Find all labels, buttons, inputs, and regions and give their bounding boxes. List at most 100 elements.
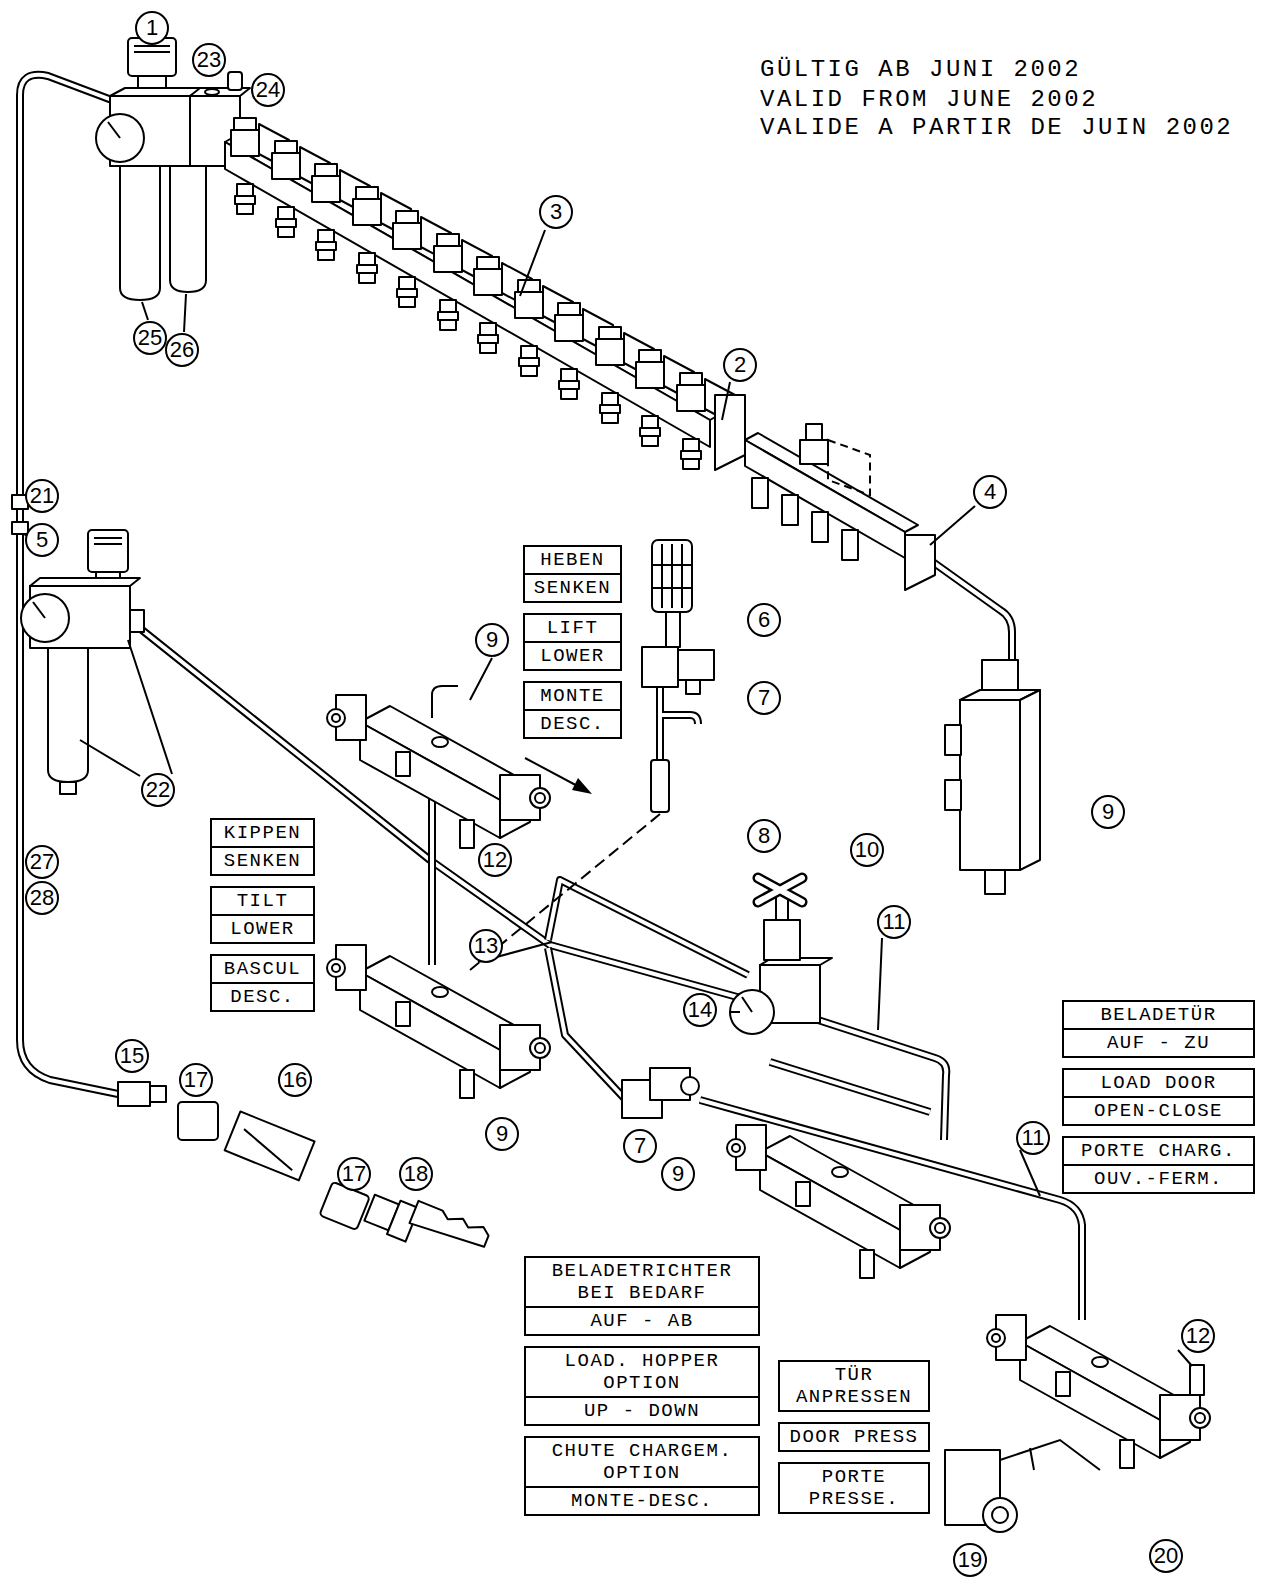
callout-text: 24: [250, 72, 286, 108]
label-text: SENKEN: [212, 846, 313, 874]
callout-text: 6: [746, 602, 782, 638]
label-text: HEBEN: [525, 547, 620, 573]
label-box: PORTE CHARG.OUV.-FERM.: [1062, 1136, 1255, 1194]
callout-number: 3: [538, 194, 574, 230]
callout-number: 28: [24, 880, 60, 916]
callout-text: 11: [1015, 1120, 1051, 1156]
callout-text: 13: [468, 928, 504, 964]
validity-note: VALIDE A PARTIR DE JUIN 2002: [760, 114, 1233, 141]
callout-text: 9: [660, 1156, 696, 1192]
callout-text: 18: [398, 1156, 434, 1192]
callout-number: 7: [746, 680, 782, 716]
callout-number: 7: [622, 1128, 658, 1164]
callout-number: 16: [277, 1062, 313, 1098]
callout-number: 23: [191, 42, 227, 78]
label-box: CHUTE CHARGEM. OPTIONMONTE-DESC.: [524, 1436, 760, 1516]
label-box: BASCULDESC.: [210, 954, 315, 1012]
label-text: AUF - AB: [526, 1306, 758, 1334]
label-box: PORTE PRESSE.: [778, 1462, 930, 1514]
callout-text: 12: [477, 842, 513, 878]
callout-text: 19: [952, 1542, 988, 1578]
callout-text: 9: [474, 622, 510, 658]
callout-text: 11: [876, 904, 912, 940]
callout-number: 5: [24, 522, 60, 558]
callout-number: 11: [1015, 1120, 1051, 1156]
label-text: PORTE PRESSE.: [780, 1464, 928, 1512]
callout-number: 22: [140, 772, 176, 808]
callout-text: 17: [178, 1062, 214, 1098]
label-text: OUV.-FERM.: [1064, 1164, 1253, 1192]
callout-number: 13: [468, 928, 504, 964]
callout-text: 27: [24, 844, 60, 880]
callout-number: 12: [1180, 1318, 1216, 1354]
label-text: TILT: [212, 888, 313, 914]
callout-number: 9: [474, 622, 510, 658]
callout-number: 19: [952, 1542, 988, 1578]
callout-text: 7: [746, 680, 782, 716]
label-text: LIFT: [525, 615, 620, 641]
callout-number: 26: [164, 332, 200, 368]
label-box: BELADETRICHTER BEI BEDARFAUF - AB: [524, 1256, 760, 1336]
label-box: KIPPENSENKEN: [210, 818, 315, 876]
callout-text: 9: [484, 1116, 520, 1152]
label-text: BELADETÜR: [1064, 1002, 1253, 1028]
callout-text: 4: [972, 474, 1008, 510]
callout-text: 7: [622, 1128, 658, 1164]
label-text: LOAD DOOR: [1064, 1070, 1253, 1096]
callout-number: 10: [849, 832, 885, 868]
label-text: LOWER: [525, 641, 620, 669]
callout-text: 20: [1148, 1538, 1184, 1574]
callout-number: 4: [972, 474, 1008, 510]
callout-number: 11: [876, 904, 912, 940]
callout-text: 9: [1090, 794, 1126, 830]
callout-number: 8: [746, 818, 782, 854]
label-text: CHUTE CHARGEM. OPTION: [526, 1438, 758, 1486]
callout-text: 14: [682, 992, 718, 1028]
callout-text: 16: [277, 1062, 313, 1098]
callout-text: 17: [336, 1156, 372, 1192]
label-text: LOAD. HOPPER OPTION: [526, 1348, 758, 1396]
callout-number: 9: [1090, 794, 1126, 830]
callout-text: 12: [1180, 1318, 1216, 1354]
label-text: AUF - ZU: [1064, 1028, 1253, 1056]
validity-note: GÜLTIG AB JUNI 2002: [760, 56, 1081, 83]
callout-number: 12: [477, 842, 513, 878]
callout-text: 15: [114, 1038, 150, 1074]
label-box: BELADETÜRAUF - ZU: [1062, 1000, 1255, 1058]
label-text: DESC.: [525, 709, 620, 737]
callout-text: 2: [722, 347, 758, 383]
callout-number: 25: [132, 320, 168, 356]
validity-note: VALID FROM JUNE 2002: [760, 86, 1098, 113]
label-box: TILTLOWER: [210, 886, 315, 944]
callout-number: 14: [682, 992, 718, 1028]
label-text: BASCUL: [212, 956, 313, 982]
label-text: PORTE CHARG.: [1064, 1138, 1253, 1164]
label-text: UP - DOWN: [526, 1396, 758, 1424]
callout-number: 15: [114, 1038, 150, 1074]
callout-text: 26: [164, 332, 200, 368]
callout-number: 27: [24, 844, 60, 880]
label-box: LOAD DOOROPEN-CLOSE: [1062, 1068, 1255, 1126]
label-box: LOAD. HOPPER OPTIONUP - DOWN: [524, 1346, 760, 1426]
callout-text: 10: [849, 832, 885, 868]
label-text: MONTE: [525, 683, 620, 709]
callout-number: 6: [746, 602, 782, 638]
callout-text: 28: [24, 880, 60, 916]
callout-number: 24: [250, 72, 286, 108]
callout-number: 17: [336, 1156, 372, 1192]
label-box: LIFTLOWER: [523, 613, 622, 671]
label-box: HEBENSENKEN: [523, 545, 622, 603]
callout-text: 3: [538, 194, 574, 230]
label-text: OPEN-CLOSE: [1064, 1096, 1253, 1124]
callout-text: 25: [132, 320, 168, 356]
label-text: MONTE-DESC.: [526, 1486, 758, 1514]
label-box: TÜR ANPRESSEN: [778, 1360, 930, 1412]
callout-text: 5: [24, 522, 60, 558]
callout-text: 23: [191, 42, 227, 78]
label-box: MONTEDESC.: [523, 681, 622, 739]
callout-number: 1: [134, 10, 170, 46]
callout-number: 9: [484, 1116, 520, 1152]
label-text: DOOR PRESS: [780, 1424, 928, 1450]
label-text: KIPPEN: [212, 820, 313, 846]
callout-number: 18: [398, 1156, 434, 1192]
